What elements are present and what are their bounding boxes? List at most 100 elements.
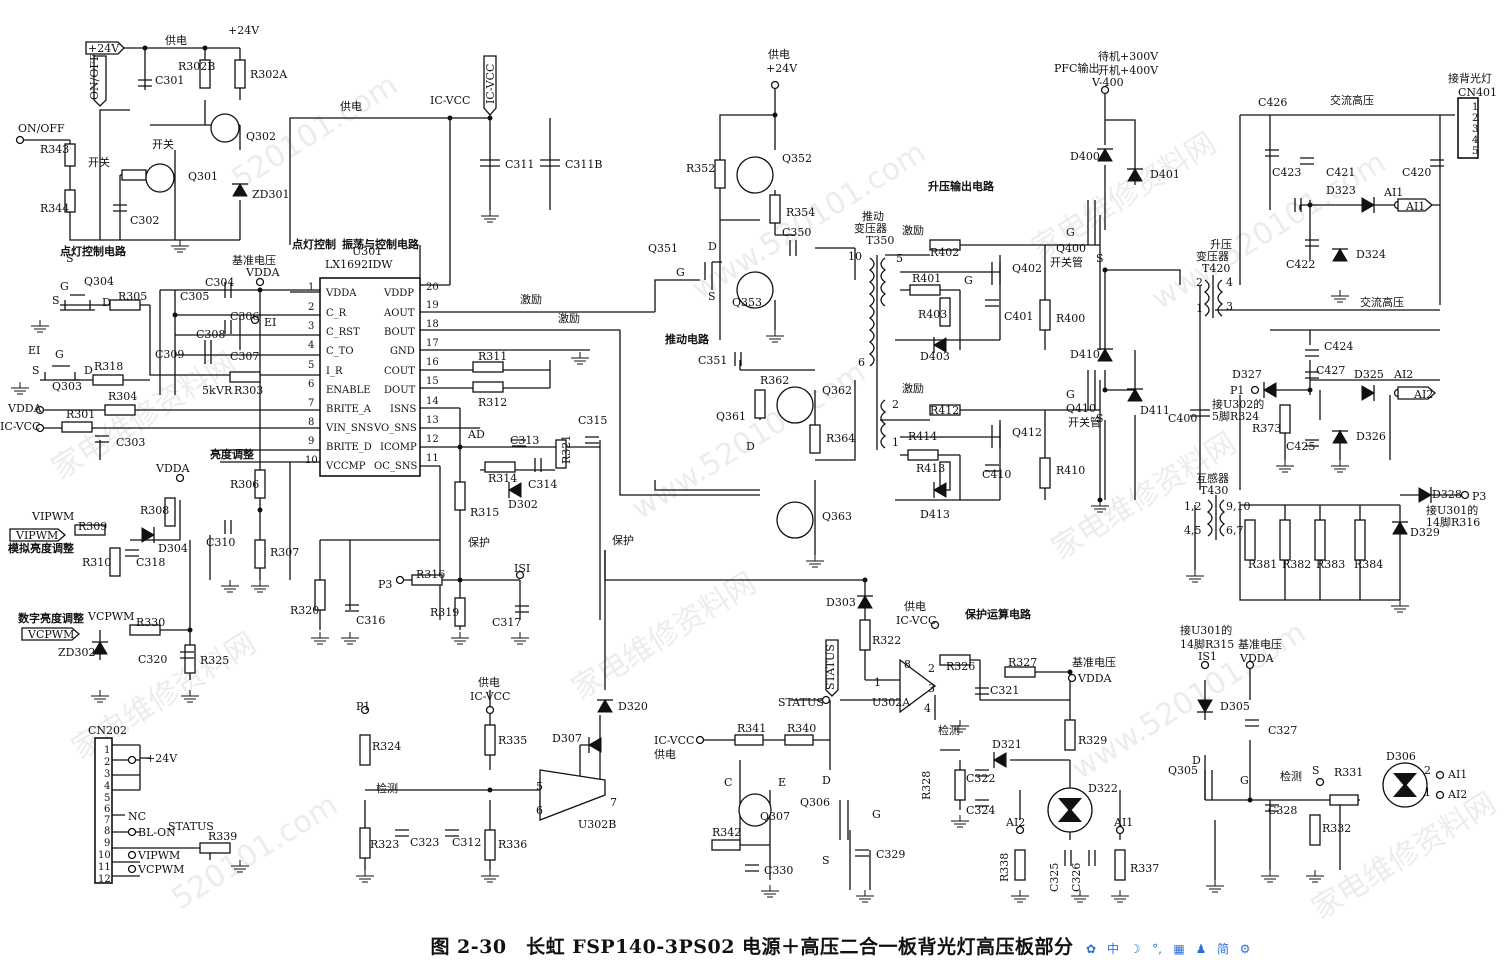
watermark-text: 家电维修资料网 xyxy=(566,566,763,707)
component-label: C351 xyxy=(698,354,727,367)
moon-icon[interactable]: ☽ xyxy=(1129,942,1141,956)
gear-icon[interactable]: ⚙ xyxy=(1239,942,1251,956)
pin-name: VIN_SNS xyxy=(325,423,374,434)
component-label: 2 xyxy=(892,398,899,411)
cn202-pin: 8 xyxy=(104,826,110,837)
component-label: R401 xyxy=(912,272,941,285)
component-label: G xyxy=(1240,774,1249,787)
component-label: ON/OFF xyxy=(18,122,65,135)
component-label: 供电 xyxy=(654,747,676,761)
component-label: D325 xyxy=(1354,368,1384,381)
component-label: R328 xyxy=(920,771,933,800)
component-label: C420 xyxy=(1402,166,1431,179)
component-label: C410 xyxy=(982,468,1011,481)
cn202-pin: 4 xyxy=(104,781,110,792)
component-label: Q352 xyxy=(782,152,812,165)
component-label: R330 xyxy=(136,616,165,629)
component-label: R307 xyxy=(270,546,299,559)
component-label: VDDA xyxy=(7,402,43,415)
component-label: C301 xyxy=(155,74,184,87)
component-label: 基准电压 xyxy=(1238,638,1282,651)
component-label: Q307 xyxy=(760,810,790,823)
pin-number: 11 xyxy=(426,453,439,464)
component-label: G xyxy=(1066,388,1075,401)
component-label: S xyxy=(32,364,40,377)
component-label: R323 xyxy=(370,838,399,851)
component-label: Q351 xyxy=(648,242,678,255)
component-label: IC-VCC xyxy=(470,690,510,703)
pin-name: C_R xyxy=(326,308,347,319)
component-label: Q363 xyxy=(822,510,852,523)
component-label: 1 xyxy=(1424,786,1431,799)
cn202-pin: 1 xyxy=(104,745,110,756)
punct-icon[interactable]: °, xyxy=(1152,942,1162,956)
component-label: D401 xyxy=(1150,168,1180,181)
component-label: Q412 xyxy=(1012,426,1042,439)
component-label: R362 xyxy=(760,374,789,387)
component-label: R383 xyxy=(1316,558,1345,571)
pin-number: 4 xyxy=(308,340,314,351)
cn202-signal: VCPWM xyxy=(137,863,184,876)
simplified-icon[interactable]: 简 xyxy=(1216,942,1229,956)
component-label: 3 xyxy=(1226,300,1233,313)
component-label: D400 xyxy=(1070,150,1100,163)
cn202-signal: NC xyxy=(128,810,146,823)
component-label: G xyxy=(872,808,881,821)
component-label: R332 xyxy=(1322,822,1351,835)
pin-name: I_R xyxy=(326,366,343,377)
component-label: C311 xyxy=(505,158,534,171)
component-label: D302 xyxy=(508,498,538,511)
component-label: 5脚R324 xyxy=(1212,409,1259,423)
cn202-signal: VIPWM xyxy=(137,849,180,862)
component-label: C307 xyxy=(230,350,259,363)
component-label: P3 xyxy=(1472,490,1486,503)
component-label: D xyxy=(708,240,717,253)
component-label: R344 xyxy=(40,202,69,215)
component-label: C425 xyxy=(1286,440,1315,453)
component-label: EI xyxy=(28,344,40,357)
component-label: STATUS xyxy=(824,644,837,690)
component-label: R343 xyxy=(40,143,69,156)
component-label: C316 xyxy=(356,614,385,627)
component-label: R384 xyxy=(1354,558,1383,571)
pin-name: ICOMP xyxy=(380,442,417,453)
component-label: 激励 xyxy=(902,381,924,395)
user-icon[interactable]: ♟ xyxy=(1195,942,1207,956)
component-label: C324 xyxy=(966,804,995,817)
component-label: Q303 xyxy=(52,380,82,393)
component-label: R314 xyxy=(488,472,517,485)
component-label: R318 xyxy=(94,360,123,373)
component-label: AI2 xyxy=(1447,788,1467,801)
component-label: 2 xyxy=(928,662,935,675)
component-label: 开关 xyxy=(152,137,174,151)
component-label: R311 xyxy=(478,350,507,363)
pin-name: AOUT xyxy=(383,308,415,319)
component-label: VCPWM xyxy=(27,628,74,641)
component-label: S xyxy=(1096,412,1104,425)
component-label: C310 xyxy=(206,536,235,549)
component-label: AI1 xyxy=(1405,200,1425,213)
component-label: VIPWM xyxy=(31,510,74,523)
component-label: C329 xyxy=(876,848,905,861)
cn401-pin: 4 xyxy=(1472,135,1478,146)
component-label: 14脚R316 xyxy=(1426,515,1480,529)
pin-number: 6 xyxy=(308,379,314,390)
keyboard-icon[interactable]: ▦ xyxy=(1173,942,1185,956)
component-label: C323 xyxy=(410,836,439,849)
section-title: 模拟亮度调整 xyxy=(8,541,74,555)
component-label: E xyxy=(778,776,786,789)
component-label: 激励 xyxy=(558,311,580,325)
app-icon[interactable]: ✿ xyxy=(1085,942,1097,956)
component-label: R340 xyxy=(787,722,816,735)
component-label: 7 xyxy=(610,796,617,809)
component-label: R381 xyxy=(1248,558,1277,571)
component-label: R342 xyxy=(712,826,741,839)
component-label: 变压器 xyxy=(1196,249,1229,263)
component-label: S xyxy=(822,854,830,867)
component-label: C422 xyxy=(1286,258,1315,271)
component-label: 6 xyxy=(858,356,865,369)
component-label: VDDA xyxy=(245,266,281,279)
lang-zh-icon[interactable]: 中 xyxy=(1106,942,1119,956)
component-label: G xyxy=(1066,226,1075,239)
